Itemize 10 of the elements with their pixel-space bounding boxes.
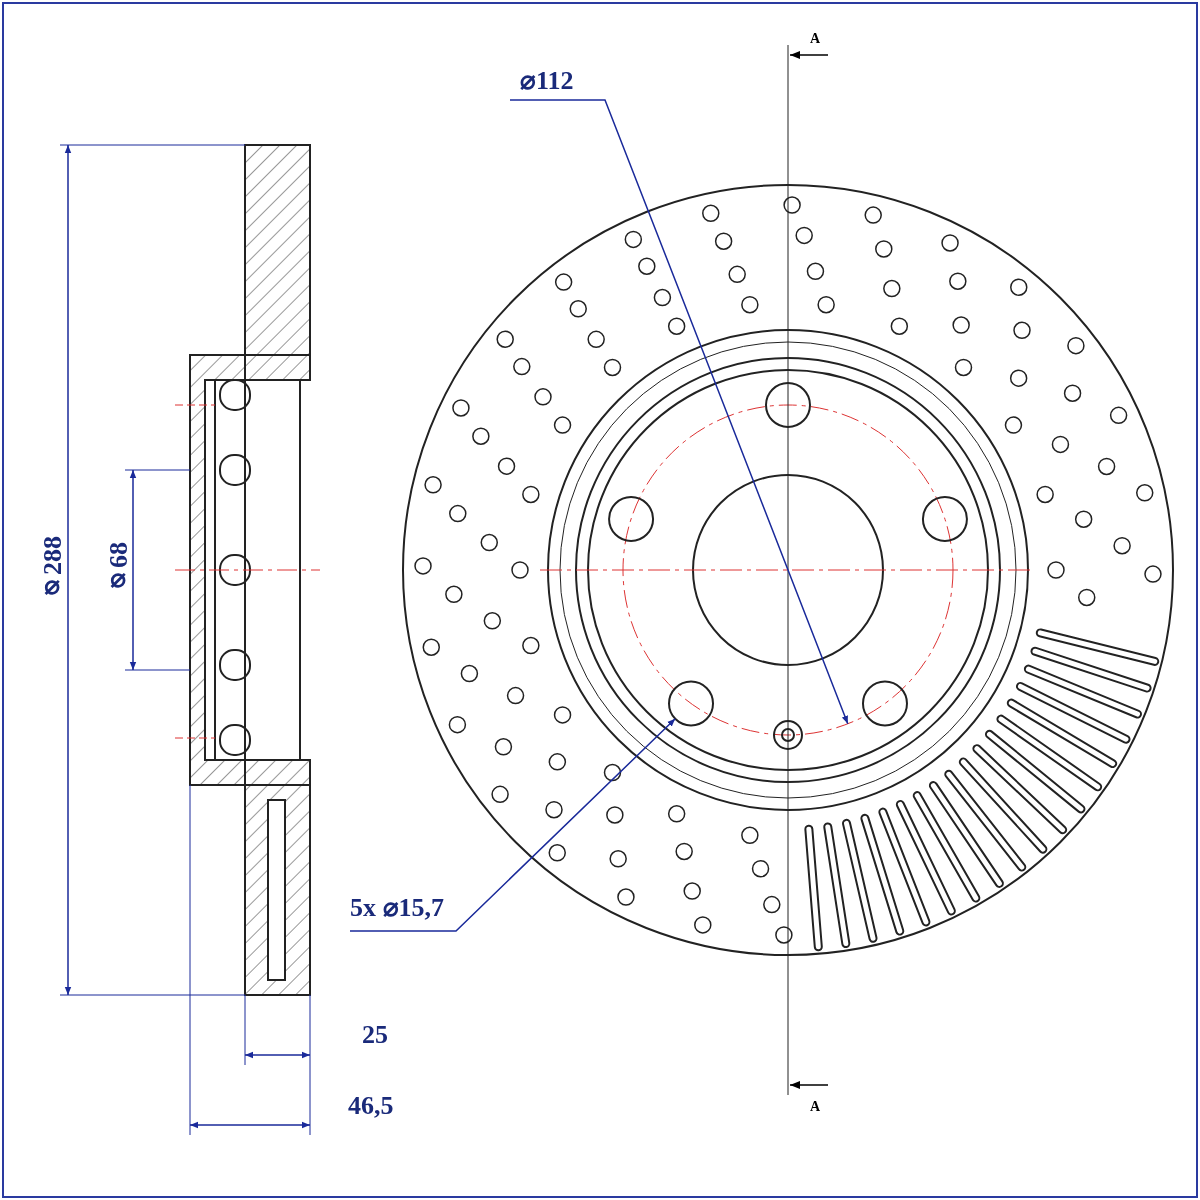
section-letter: A — [810, 32, 821, 46]
leader-line — [349, 718, 676, 932]
dimension-text: ⌀288 — [40, 535, 66, 605]
dimension-text: 46,5 — [348, 1093, 394, 1119]
dimension-text: ⌀68 — [106, 542, 132, 598]
dimension-text: 5x ⌀15,7 — [350, 895, 444, 921]
dimension-text: 25 — [362, 1022, 388, 1048]
dimension-text: ⌀112 — [520, 68, 574, 94]
bolt-hole — [668, 680, 714, 727]
section-letter: A — [810, 1100, 821, 1114]
